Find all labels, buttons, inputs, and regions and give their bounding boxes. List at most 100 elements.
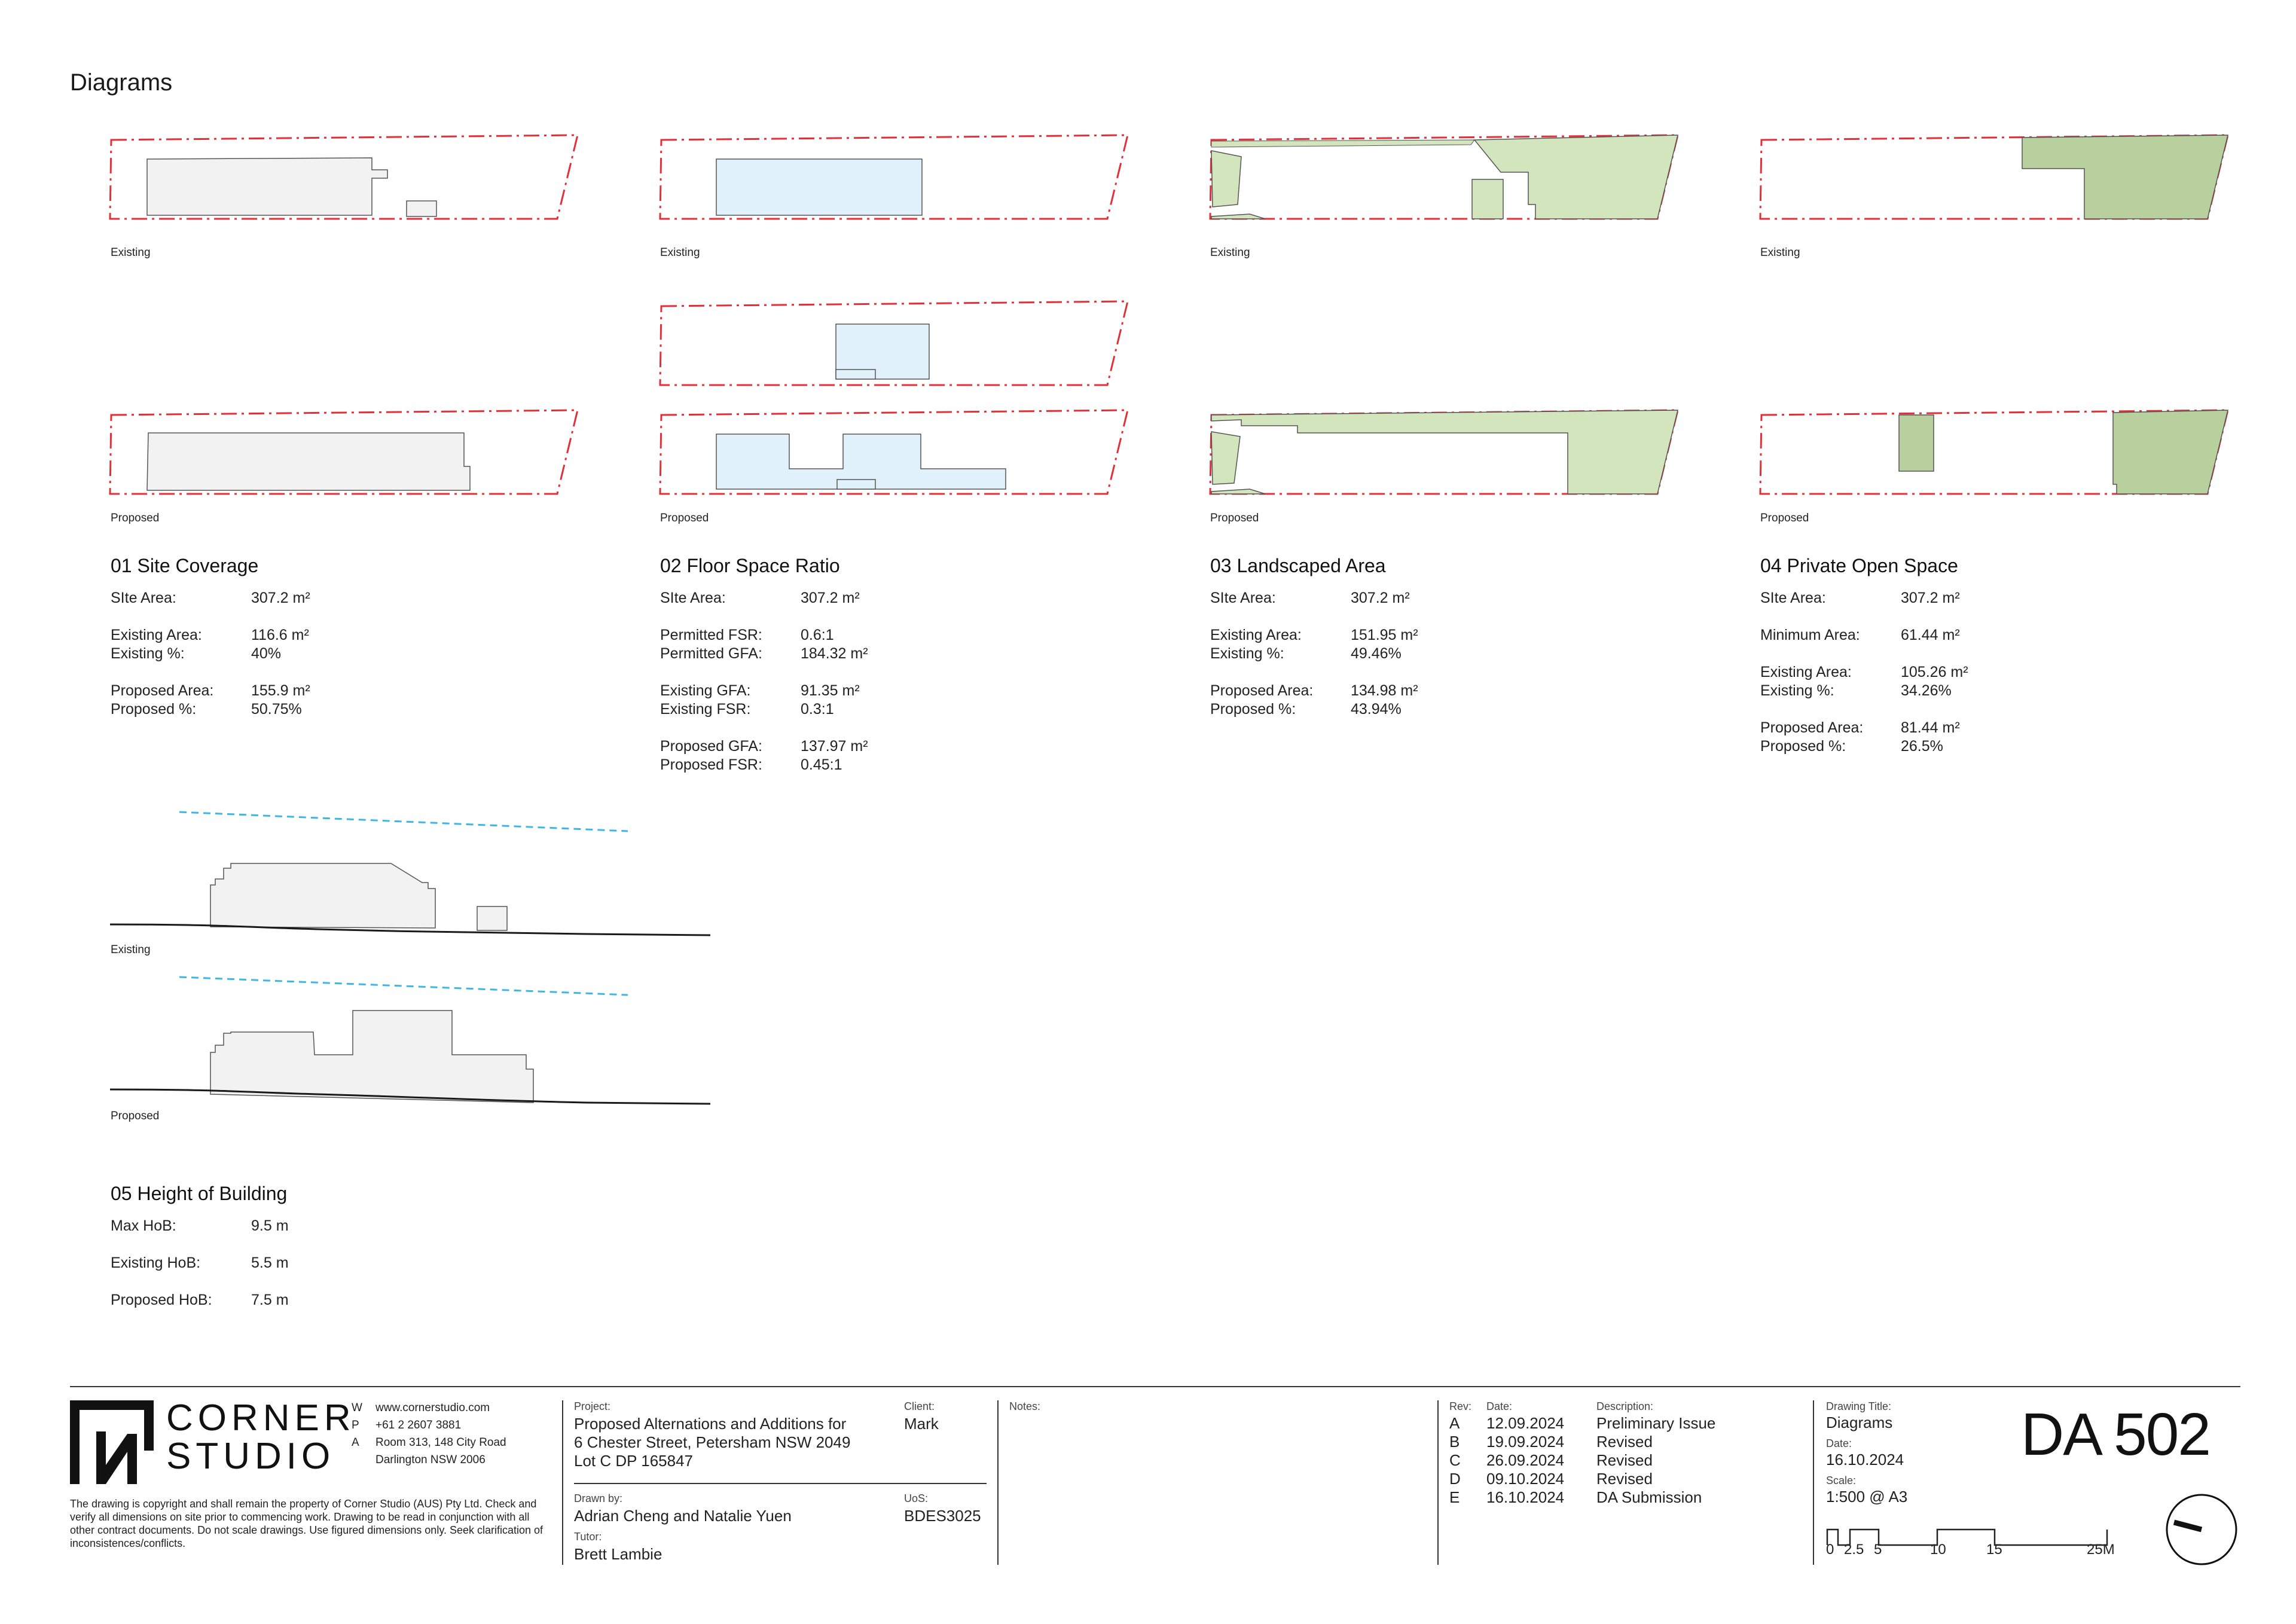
scale-value: 1:500 @ A3: [1826, 1488, 1908, 1506]
divider: [562, 1400, 563, 1565]
drawing-title-value: Diagrams: [1826, 1414, 1893, 1431]
stat-value: 134.98 m²: [1351, 682, 1418, 699]
proposed-building-footprint: [146, 432, 471, 491]
divider: [997, 1400, 999, 1565]
section-title: 04 Private Open Space: [1760, 555, 1958, 576]
stat-value: 155.9 m²: [251, 682, 310, 699]
drawing-number: DA 502: [2021, 1401, 2211, 1468]
revision-rev: B: [1449, 1433, 1460, 1451]
stat-value: 61.44 m²: [1901, 627, 1960, 643]
landscaped-existing-plan: [1209, 134, 1679, 220]
revision-date: 16.10.2024: [1486, 1488, 1565, 1506]
section-title: 05 Height of Building: [111, 1183, 288, 1204]
contact-key: [352, 1451, 375, 1469]
stat-row: SIte Area:307.2 m²: [111, 589, 310, 608]
diagram-label: Existing: [1210, 246, 1250, 259]
stats-gap: [111, 1272, 289, 1291]
stats-gap: [111, 608, 310, 626]
tutor-label: Tutor:: [574, 1531, 602, 1543]
scale-ticks: 0 2.5 5 10 15 25M: [1826, 1541, 2115, 1559]
logo-wordmark: CORNER STUDIO: [166, 1399, 356, 1476]
stat-row: Proposed %:43.94%: [1210, 700, 1418, 719]
open-space-proposed-plan: [1759, 409, 2229, 495]
logo-line-2: STUDIO: [166, 1436, 335, 1477]
stat-row: Proposed %:50.75%: [111, 700, 310, 719]
stat-value: 151.95 m²: [1351, 627, 1418, 643]
landscaped-area-strip: [1211, 213, 1266, 219]
revision-desc: Revised: [1596, 1470, 1653, 1488]
contact-key: A: [352, 1436, 359, 1449]
revision-desc: Revised: [1596, 1433, 1653, 1451]
revision-rev: D: [1449, 1470, 1461, 1488]
stat-value: 137.97 m²: [801, 738, 868, 755]
revision-date: 19.09.2024: [1486, 1433, 1565, 1451]
revision-date: 09.10.2024: [1486, 1470, 1565, 1488]
stat-row: Existing GFA:91.35 m²: [660, 682, 868, 700]
logo-line-1: CORNER: [166, 1397, 356, 1439]
stats-gap: [1760, 608, 1968, 626]
fsr-existing-plan: [659, 134, 1129, 220]
landscaped-area-front: [1211, 150, 1242, 207]
stat-value: 81.44 m²: [1901, 719, 1960, 736]
copyright-notice: The drawing is copyright and shall remai…: [70, 1498, 544, 1549]
existing-shed-footprint: [406, 200, 437, 217]
stat-label: SIte Area:: [1760, 590, 1826, 606]
stats-gap: [660, 608, 868, 626]
stat-row: Existing %:34.26%: [1760, 682, 1968, 700]
stat-row: Proposed %: 26.5%: [1760, 737, 1968, 756]
fsr-proposed-plan: [659, 409, 1129, 495]
stat-value: 0.45:1: [801, 756, 842, 773]
revision-rev: E: [1449, 1488, 1460, 1506]
stat-row: Permitted GFA:184.32 m²: [660, 645, 868, 663]
stat-row: SIte Area:307.2 m²: [1210, 589, 1418, 608]
site-boundary: [659, 409, 1129, 495]
drawn-by-label: Drawn by:: [574, 1492, 623, 1504]
contact-website[interactable]: www.cornerstudio.com: [375, 1402, 490, 1414]
stat-label: SIte Area:: [660, 590, 726, 606]
stat-row: Proposed GFA:137.97 m²: [660, 737, 868, 756]
diagram-label: Proposed: [660, 512, 709, 524]
stat-label: Proposed %:: [1760, 738, 1846, 755]
scale-tick: 5: [1874, 1541, 1882, 1558]
page-title: Diagrams: [70, 69, 173, 96]
north-arrow-icon: [2166, 1494, 2237, 1565]
diagram-label: Existing: [111, 944, 151, 956]
stat-label: Existing Area:: [1760, 664, 1852, 680]
stat-label: Permitted GFA:: [660, 645, 762, 662]
client-label: Client:: [904, 1400, 935, 1412]
stat-value: 26.5%: [1901, 738, 1943, 755]
landscaped-area-rear: [1473, 135, 1678, 219]
stat-row: Existing Area:105.26 m²: [1760, 663, 1968, 682]
stat-row: Proposed Area:155.9 m²: [111, 682, 310, 700]
stat-value: 0.6:1: [801, 627, 834, 643]
proposed-floor-area: [716, 434, 1006, 490]
existing-floor-area: [716, 158, 923, 216]
diagram-label: Existing: [111, 246, 151, 259]
diagram-label: Existing: [660, 246, 700, 259]
stat-value: 34.26%: [1901, 682, 1952, 699]
corner-studio-logo-icon: [70, 1400, 154, 1484]
stat-value: 40%: [251, 645, 282, 662]
rev-date-header: Date:: [1486, 1400, 1513, 1412]
stat-row: Proposed HoB:7.5 m: [111, 1291, 289, 1309]
revision-row: D 09.10.2024 Revised: [1449, 1470, 1715, 1488]
revision-row: B 19.09.2024 Revised: [1449, 1433, 1715, 1451]
stats-gap: [111, 663, 310, 682]
stats-gap: [1760, 700, 1968, 719]
stat-label: Proposed HoB:: [111, 1292, 212, 1308]
stat-row: Minimum Area:61.44 m²: [1760, 626, 1968, 645]
revision-desc: DA Submission: [1596, 1488, 1702, 1506]
stat-row: Proposed Area:134.98 m²: [1210, 682, 1418, 700]
divider: [1813, 1400, 1814, 1565]
stat-label: Existing Area:: [111, 627, 202, 643]
section-private-open-space: 04 Private Open Space SIte Area:307.2 m²…: [1760, 555, 1968, 756]
stat-label: Existing FSR:: [660, 701, 751, 718]
